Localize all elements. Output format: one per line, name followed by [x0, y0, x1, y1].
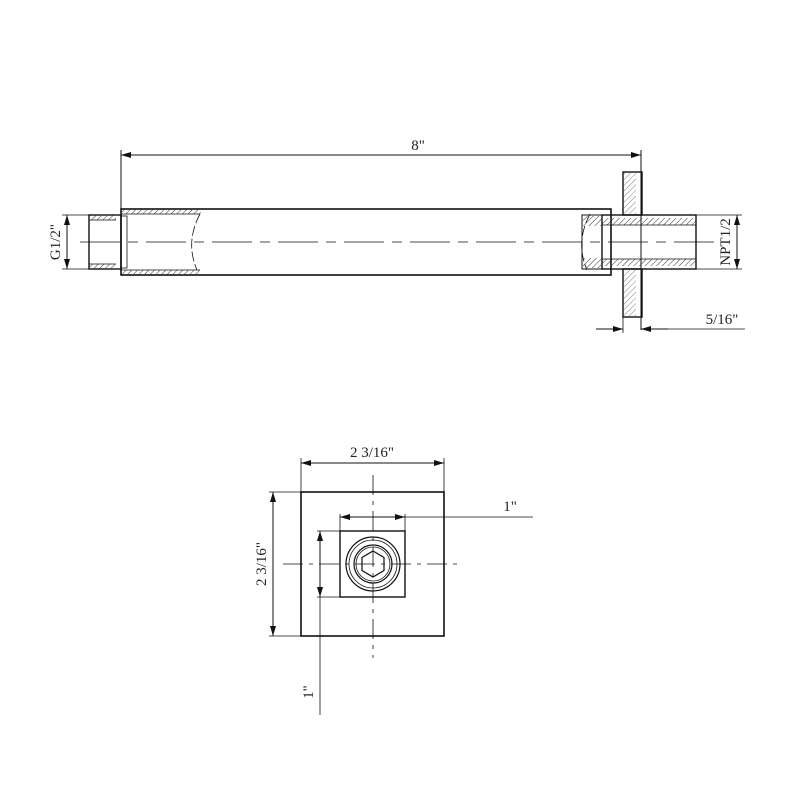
outlet-thread-label: NPT1/2 [718, 218, 734, 266]
length-label: 8" [411, 138, 425, 154]
flange-height-dimension: 2 3/16" [254, 491, 301, 637]
flange-height-label: 2 3/16" [254, 542, 270, 586]
inner-width-dimension: 1" [339, 499, 533, 531]
wall-flange [622, 171, 643, 330]
inner-width-label: 1" [503, 499, 517, 515]
flange-thickness-dimension: 5/16" [596, 312, 745, 333]
flange-thickness-label: 5/16" [706, 312, 739, 328]
inlet-thread-dimension: G1/2" [48, 214, 89, 270]
inlet-thread-label: G1/2" [48, 224, 64, 260]
flange-width-dimension: 2 3/16" [300, 445, 445, 492]
inner-height-label: 1" [301, 685, 317, 699]
front-view: 2 3/16" 2 3/16" 1" 1" [254, 445, 533, 715]
inlet-fitting [88, 214, 128, 270]
flange-width-label: 2 3/16" [350, 445, 394, 461]
side-view: 8" G1/2" [48, 138, 745, 333]
length-dimension: 8" [120, 138, 642, 212]
inner-height-dimension: 1" [301, 530, 340, 715]
outlet-thread-dimension: NPT1/2 [696, 214, 742, 270]
